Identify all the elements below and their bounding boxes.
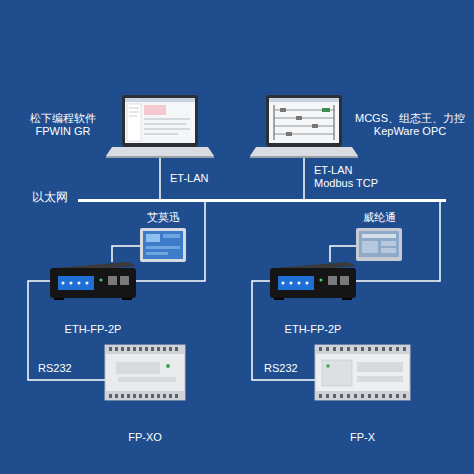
node-label-block: 以太网: [26, 191, 74, 204]
ethernet-module-drawing: [270, 262, 356, 300]
ethernet-module: ETH-FP-2P: [270, 262, 356, 300]
network-cable: [330, 246, 356, 262]
connection-label: ET-LAN: [168, 172, 211, 185]
network-cable: [159, 158, 161, 199]
device-label: 松下编程软件 FPWIN GR: [21, 112, 105, 138]
node-label-block: MCGS、组态王、力控 KepWare OPC: [350, 112, 470, 138]
device-label: MCGS、组态王、力控 KepWare OPC: [350, 112, 470, 138]
device-label: 艾莫迅: [131, 211, 195, 224]
device-label: 以太网: [26, 191, 74, 204]
hmi-drawing: [356, 228, 402, 261]
hmi-drawing: [140, 228, 186, 262]
node-label-block: ETH-FP-2P: [41, 323, 145, 336]
connection-label: RS232: [36, 362, 74, 375]
laptop: 松下编程软件 FPWIN GR: [106, 95, 214, 158]
device-label: ETH-FP-2P: [261, 323, 365, 336]
node-label-block: 松下编程软件 FPWIN GR: [21, 112, 105, 138]
connection-label: RS232: [262, 362, 300, 375]
node-label-block: FP-XO: [103, 431, 187, 444]
network-cable: [112, 246, 140, 262]
node-label-block: 威纶通: [347, 211, 411, 224]
device-label: 威纶通: [347, 211, 411, 224]
node-label-block: ETH-FP-2P: [261, 323, 365, 336]
hmi-panel: 艾莫迅: [140, 228, 186, 262]
laptop: MCGS、组态王、力控 KepWare OPC: [250, 95, 358, 158]
laptop-drawing: [106, 95, 214, 158]
ethernet-bus: 以太网: [78, 199, 446, 202]
hmi-panel: 威纶通: [356, 228, 402, 261]
connection-label: ET-LAN Modbus TCP: [312, 164, 386, 190]
plc-drawing: [315, 345, 410, 400]
device-label: FP-XO: [103, 431, 187, 444]
plc: FP-XO: [105, 345, 185, 400]
plc-drawing: [105, 345, 185, 400]
network-cable: [303, 158, 305, 199]
device-label: ETH-FP-2P: [41, 323, 145, 336]
device-label: FP-X: [313, 431, 412, 444]
node-label-block: FP-X: [313, 431, 412, 444]
ethernet-module-drawing: [50, 262, 136, 300]
laptop-drawing: [250, 95, 358, 158]
node-label-block: 艾莫迅: [131, 211, 195, 224]
plc: FP-X: [315, 345, 410, 400]
ethernet-module: ETH-FP-2P: [50, 262, 136, 300]
